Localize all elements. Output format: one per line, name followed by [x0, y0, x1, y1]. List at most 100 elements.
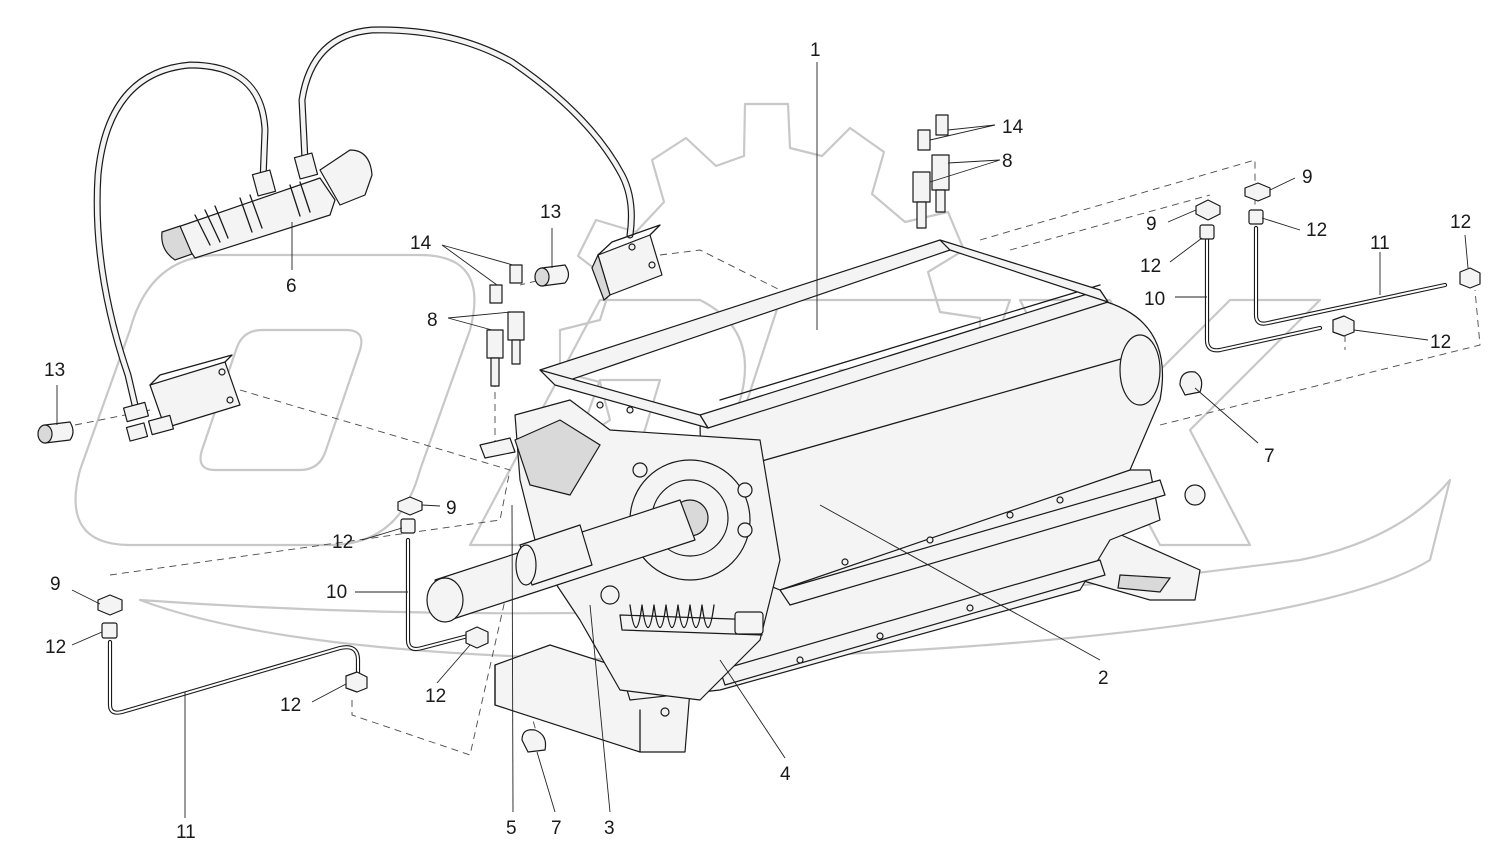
callout-12-right-lower: 12 — [1430, 332, 1451, 353]
callout-1: 1 — [810, 40, 821, 61]
callout-2: 2 — [1098, 668, 1109, 689]
bearing-bolt-4 — [600, 585, 620, 605]
fitting-8-right-b-stem — [916, 201, 927, 229]
leader-12g — [311, 683, 347, 703]
base-bolt — [660, 707, 670, 717]
part-4-spring — [619, 604, 764, 636]
leader-9a — [1269, 177, 1296, 191]
bracket-side — [591, 253, 611, 302]
nut-9-upper-right — [1244, 182, 1271, 202]
bearing-bolt-1 — [737, 482, 753, 498]
nut-9-left — [397, 496, 423, 516]
plug-13-top-face — [534, 267, 550, 287]
manifold-fitting-1 — [122, 401, 150, 423]
dash-line-d — [659, 249, 801, 301]
callout-numbers: 1 2 3 4 5 6 7 7 8 8 9 9 9 9 10 10 11 11 … — [44, 40, 1471, 843]
leader-5 — [511, 504, 514, 813]
callout-13-top: 13 — [540, 202, 561, 223]
leader-12a — [1261, 217, 1301, 231]
callout-10-right: 10 — [1144, 289, 1165, 310]
valve-cap — [161, 225, 193, 261]
fitting-8-right-a-stem — [935, 189, 946, 213]
leader-3 — [589, 604, 611, 813]
tube-10-right-inner — [1206, 239, 1321, 352]
hose-bracket-block — [591, 224, 663, 302]
leader-14a — [441, 244, 514, 286]
leader-lines — [56, 62, 1469, 818]
spring-rod — [619, 614, 763, 636]
fittings-right-group — [912, 114, 950, 229]
callout-12-mid-right: 12 — [1140, 256, 1161, 277]
fitting-14-left-b — [489, 284, 503, 304]
part-13-plugs — [37, 264, 570, 444]
drum-bolt-2 — [626, 406, 634, 414]
bracket-top — [597, 224, 661, 256]
nut-9-mid-right — [1195, 199, 1221, 221]
fitting-12-upper-right — [1248, 209, 1264, 225]
nut-12-far-right — [1459, 267, 1481, 289]
top-frame-end-right — [939, 239, 1109, 303]
callout-8-right: 8 — [1002, 151, 1013, 172]
manifold-bolt-2 — [226, 396, 234, 404]
main-drum-assembly — [426, 239, 1206, 753]
callout-9-far-left: 9 — [50, 574, 61, 595]
drum-bolt-7 — [796, 656, 804, 664]
drum-bolt-9 — [966, 604, 974, 612]
leader-9b — [1167, 209, 1197, 223]
callout-5: 5 — [506, 818, 517, 839]
leader-12d — [1353, 329, 1429, 341]
clamp-7-bottom — [521, 729, 547, 753]
bracket-bolt-2 — [648, 261, 656, 269]
hydraulic-manifold-block — [122, 354, 241, 442]
fitting-12-mid-right — [1199, 224, 1215, 240]
bearing-bolt-3 — [632, 462, 648, 478]
manifold-fitting-3 — [125, 422, 149, 442]
leader-12b — [1169, 237, 1203, 263]
callout-11-left: 11 — [176, 822, 196, 843]
nut-12-right-lower — [1332, 315, 1355, 337]
leader-7b — [536, 751, 556, 813]
callout-10-left: 10 — [326, 582, 347, 603]
leader-7a — [1194, 387, 1259, 444]
callout-7-bottom: 7 — [551, 818, 562, 839]
callout-12-lower-left: 12 — [280, 695, 301, 716]
leader-12h — [436, 644, 471, 684]
fitting-8-left-a-stem — [511, 339, 521, 365]
leader-12e — [361, 527, 403, 541]
drum-bolt-1 — [596, 401, 604, 409]
right-lower-nut — [1184, 484, 1206, 506]
leader-12f — [71, 631, 103, 646]
leader-8b — [929, 159, 1001, 183]
callout-11-right: 11 — [1370, 233, 1390, 254]
manifold-body — [149, 361, 241, 429]
callout-6: 6 — [286, 276, 297, 297]
callout-8-left: 8 — [427, 310, 438, 331]
drum-bolt-5 — [1006, 511, 1014, 519]
callout-12-center: 12 — [425, 686, 446, 707]
drum-highlight — [719, 284, 1136, 471]
fitting-8-left-b-stem — [490, 357, 500, 387]
callout-7-right: 7 — [1264, 446, 1275, 467]
leader-8a — [447, 311, 512, 331]
fitting-12-left — [400, 518, 416, 534]
valve-handle — [319, 149, 373, 206]
bottom-cutter-bar — [779, 479, 1166, 606]
leader-4 — [719, 659, 786, 759]
callout-13-left: 13 — [44, 360, 65, 381]
valve-detail-lines — [194, 181, 311, 246]
bracket-bolt-1 — [628, 243, 636, 251]
leader-14b — [929, 124, 996, 141]
leader-2 — [819, 504, 1101, 661]
callout-14-left: 14 — [410, 233, 432, 254]
leader-12c — [1464, 234, 1469, 269]
fitting-8-right-b — [912, 171, 931, 203]
manifold-fitting-2 — [147, 414, 175, 436]
left-gearbox — [514, 419, 601, 496]
dash-line-f — [1009, 194, 1211, 251]
leader-9d — [71, 589, 101, 605]
dash-line-j — [351, 599, 506, 756]
hose-left-inner — [94, 62, 268, 408]
bracket-tab-left — [479, 437, 516, 459]
drum-bolt-3 — [841, 558, 849, 566]
manifold-top — [149, 354, 233, 386]
